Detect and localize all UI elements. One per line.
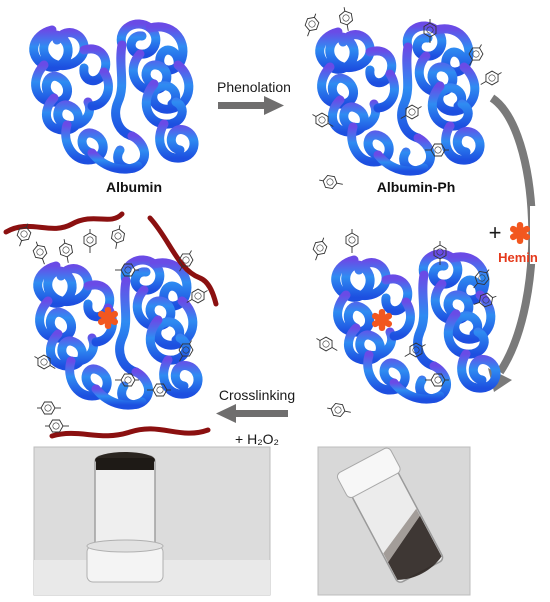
photo-vial-inverted xyxy=(33,446,271,596)
crosslinked-protein xyxy=(38,260,198,405)
albumin-ph-protein xyxy=(320,26,480,171)
hemin-label: Hemin xyxy=(498,250,538,265)
albumin-ph-hemin-protein xyxy=(336,254,496,399)
h2o2-label: + H₂O₂ xyxy=(235,431,279,447)
albumin-protein xyxy=(34,24,194,169)
crosslinking-label: Crosslinking xyxy=(219,387,295,403)
hemin-addition-arrow xyxy=(488,94,546,392)
hemin-icon xyxy=(508,222,532,244)
plus-sign: + xyxy=(489,220,502,245)
phenolation-arrow xyxy=(218,96,284,115)
albumin-ph-label: Albumin-Ph xyxy=(377,179,456,195)
phenolation-label: Phenolation xyxy=(217,79,291,95)
crosslinking-arrow xyxy=(216,404,288,423)
photo-vial-tilted xyxy=(317,446,471,596)
albumin-label: Albumin xyxy=(106,179,162,195)
polymer-chains xyxy=(3,211,219,439)
